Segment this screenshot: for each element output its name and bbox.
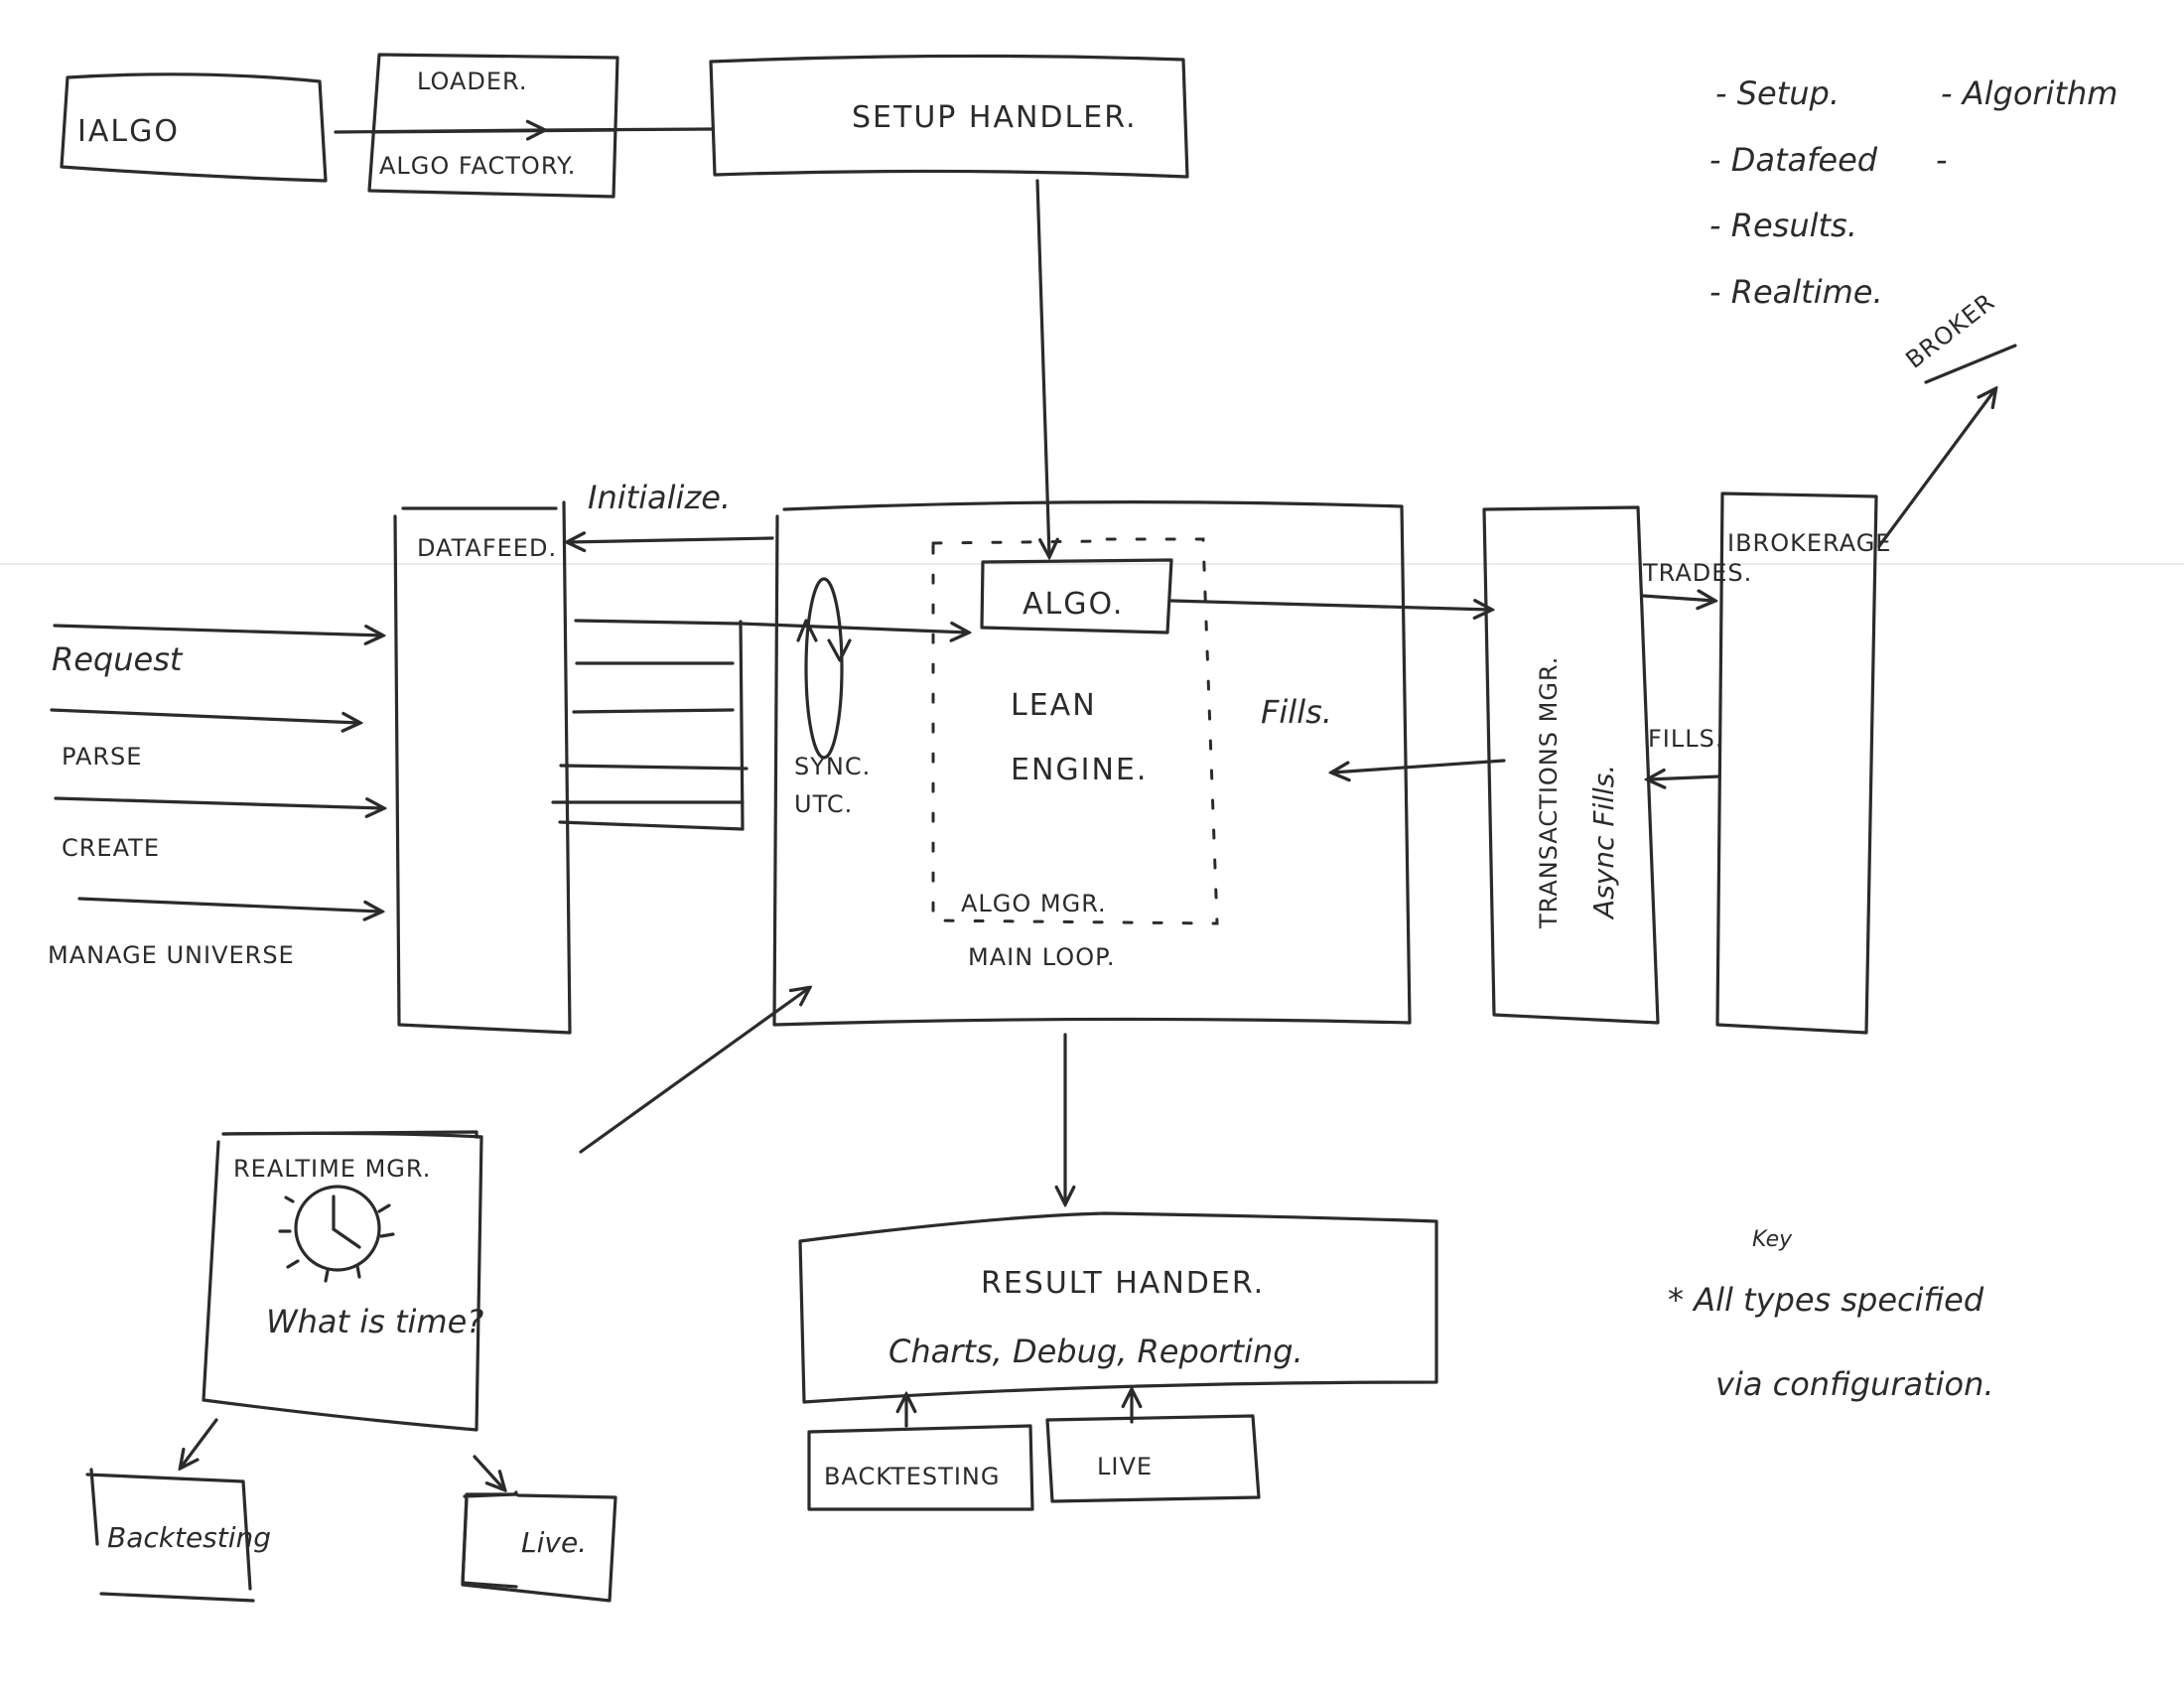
realtime-manager-node: REALTIME MGR. What is time?: [202, 1130, 483, 1432]
sync-loop-icon: [804, 577, 844, 760]
sync-label-line1: SYNC.: [794, 753, 871, 780]
realtime-to-engine-arrow: [579, 988, 809, 1154]
broker-label: BROKER: [1900, 288, 1999, 374]
ialgo-label: IALGO: [77, 114, 180, 149]
realtime-label: REALTIME MGR.: [233, 1155, 431, 1183]
loader-label: LOADER.: [417, 68, 528, 95]
realtime-backtesting-label: Backtesting: [107, 1521, 271, 1554]
datafeed-to-algo-arrow: [739, 624, 968, 633]
ialgo-to-loader-arrow: [334, 130, 544, 132]
datafeed-stream-lines: [551, 619, 749, 831]
realtime-live-node: Live.: [461, 1490, 617, 1603]
sync-label-line2: UTC.: [794, 790, 853, 818]
realtime-question: What is time?: [266, 1303, 483, 1340]
ialgo-node: IALGO: [60, 72, 328, 183]
component-legend: - Setup. - Datafeed - Results. - Realtim…: [1709, 74, 2117, 311]
legend-item-setup: - Setup.: [1715, 74, 1840, 112]
broker-underline: [1924, 344, 2017, 384]
algo-manager-boundary: [931, 537, 1219, 925]
legend-item-datafeed: - Datafeed: [1709, 141, 1878, 179]
realtime-to-backtesting-arrow: [181, 1418, 218, 1468]
trades-arrow: [1641, 596, 1714, 601]
realtime-backtesting-node: Backtesting: [85, 1468, 271, 1603]
initialize-arrow: [568, 538, 774, 542]
input-create-label: CREATE: [62, 834, 160, 862]
key-heading: Key: [1752, 1227, 1793, 1252]
fills-engine-label: Fills.: [1261, 693, 1332, 731]
main-loop-label: MAIN LOOP.: [968, 943, 1115, 971]
key-note: Key * All types specified via configurat…: [1668, 1227, 1994, 1403]
datafeed-node: DATAFEED.: [393, 500, 572, 1035]
transactions-label-line2: Async Fills.: [1587, 765, 1620, 920]
transactions-to-engine-fills-arrow: [1332, 759, 1506, 773]
result-live-node: LIVE: [1045, 1414, 1261, 1503]
lean-engine-label-line2: ENGINE.: [1011, 753, 1148, 787]
datafeed-label: DATAFEED.: [417, 534, 557, 562]
transactions-label-line1: TRANSACTIONS MGR.: [1535, 656, 1563, 929]
trades-label: TRADES.: [1642, 559, 1752, 587]
legend-item-results: - Results.: [1709, 207, 1857, 244]
key-line2: via configuration.: [1715, 1365, 1994, 1403]
brokerage-node: IBROKERAGE: [1715, 492, 1891, 1035]
result-handler-subtitle: Charts, Debug, Reporting.: [888, 1333, 1303, 1370]
result-handler-label: RESULT HANDER.: [981, 1266, 1265, 1301]
result-backtesting-label: BACKTESTING: [824, 1463, 1000, 1490]
key-line1: * All types specified: [1668, 1281, 1984, 1319]
transactions-manager-node: TRANSACTIONS MGR. Async Fills.: [1482, 505, 1660, 1025]
initialize-label: Initialize.: [588, 479, 731, 516]
loader-to-setup-line: [542, 127, 715, 132]
result-backtesting-node: BACKTESTING: [807, 1424, 1034, 1511]
algo-to-transactions-arrow: [1169, 601, 1491, 610]
result-live-label: LIVE: [1097, 1453, 1153, 1480]
loader-node: LOADER. ALGO FACTORY.: [367, 53, 619, 199]
algo-factory-label: ALGO FACTORY.: [379, 152, 576, 180]
realtime-live-label: Live.: [521, 1526, 587, 1559]
lean-engine-label-line1: LEAN: [1011, 688, 1097, 723]
algo-node: [980, 558, 1173, 634]
result-handler-node: RESULT HANDER. Charts, Debug, Reporting.: [798, 1211, 1438, 1404]
setup-handler-label: SETUP HANDLER.: [852, 100, 1138, 135]
legend-item-realtime: - Realtime.: [1709, 273, 1883, 311]
brokerage-label: IBROKERAGE: [1727, 529, 1891, 557]
clock-icon: [278, 1185, 395, 1283]
algo-mgr-label: ALGO MGR.: [961, 890, 1107, 917]
fills-broker-label: FILLS.: [1648, 725, 1724, 753]
broker-arrow: [1877, 389, 1995, 548]
fills-broker-arrow: [1648, 776, 1721, 779]
legend-item-blank: -: [1936, 141, 1948, 179]
input-parse-label: PARSE: [62, 743, 142, 771]
setup-to-algo-arrow: [1035, 179, 1049, 556]
realtime-to-live-arrow: [473, 1455, 504, 1489]
legend-item-algorithm: - Algorithm: [1941, 74, 2117, 112]
algo-label: ALGO.: [1023, 587, 1124, 622]
datafeed-inputs: Request PARSE CREATE MANAGE UNIVERSE: [48, 624, 383, 969]
input-manage-universe-label: MANAGE UNIVERSE: [48, 941, 295, 969]
input-request-label: Request: [52, 640, 184, 678]
lean-engine-node: SYNC. UTC. ALGO. LEAN ENGINE. ALGO MGR. …: [772, 500, 1412, 1027]
setup-handler-node: SETUP HANDLER.: [709, 54, 1189, 179]
